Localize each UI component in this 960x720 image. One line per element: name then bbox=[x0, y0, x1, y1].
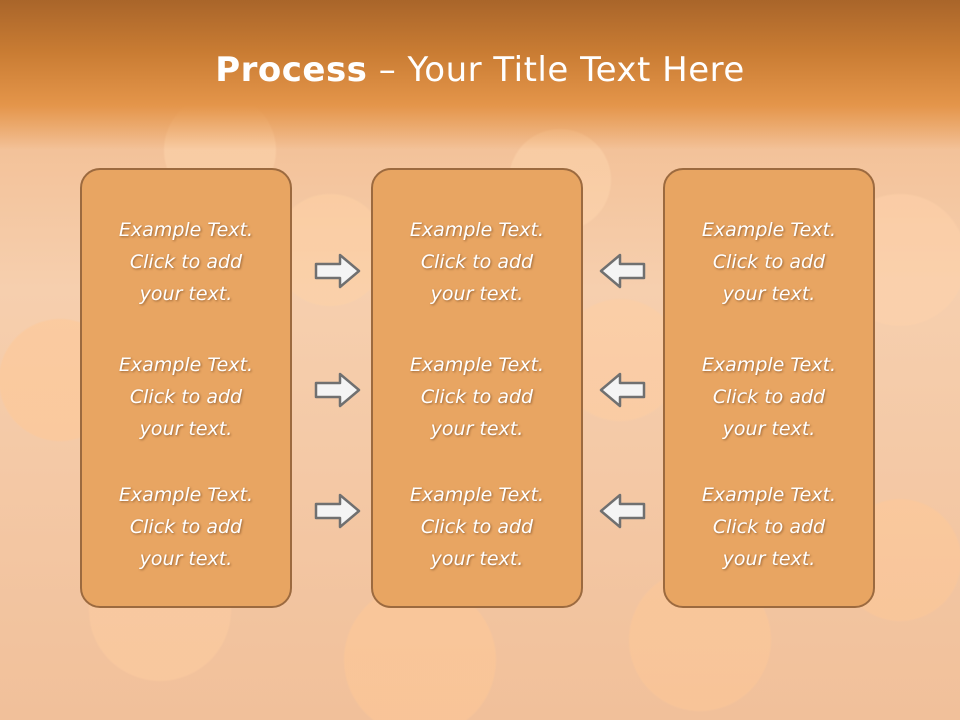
text-line: Click to add bbox=[129, 516, 243, 538]
text-line: your text. bbox=[722, 283, 816, 305]
arrow-left-icon bbox=[599, 493, 646, 529]
arrow-left-icon bbox=[599, 372, 646, 408]
text-line: Click to add bbox=[712, 516, 826, 538]
text-line: Example Text. bbox=[409, 354, 545, 376]
title-banner bbox=[0, 0, 960, 150]
text-line: Example Text. bbox=[701, 484, 837, 506]
text-block[interactable]: Example Text. Click to add your text. bbox=[373, 214, 581, 310]
text-line: Click to add bbox=[712, 251, 826, 273]
text-line: Click to add bbox=[420, 251, 534, 273]
text-line: your text. bbox=[430, 418, 524, 440]
text-line: your text. bbox=[139, 283, 233, 305]
text-block[interactable]: Example Text. Click to add your text. bbox=[373, 479, 581, 575]
text-block[interactable]: Example Text. Click to add your text. bbox=[82, 349, 290, 445]
process-box-right[interactable]: Example Text. Click to add your text. Ex… bbox=[663, 168, 875, 608]
text-line: Example Text. bbox=[409, 219, 545, 241]
text-block[interactable]: Example Text. Click to add your text. bbox=[82, 214, 290, 310]
title-rest: – Your Title Text Here bbox=[367, 50, 745, 90]
text-line: your text. bbox=[139, 418, 233, 440]
text-line: Click to add bbox=[129, 386, 243, 408]
text-line: your text. bbox=[139, 548, 233, 570]
text-block[interactable]: Example Text. Click to add your text. bbox=[665, 349, 873, 445]
text-block[interactable]: Example Text. Click to add your text. bbox=[373, 349, 581, 445]
arrow-right-icon bbox=[314, 372, 361, 408]
process-box-left[interactable]: Example Text. Click to add your text. Ex… bbox=[80, 168, 292, 608]
text-block[interactable]: Example Text. Click to add your text. bbox=[665, 214, 873, 310]
arrow-right-icon bbox=[314, 493, 361, 529]
text-line: Click to add bbox=[712, 386, 826, 408]
text-line: your text. bbox=[430, 548, 524, 570]
text-line: your text. bbox=[430, 283, 524, 305]
text-line: Example Text. bbox=[118, 484, 254, 506]
text-line: Example Text. bbox=[409, 484, 545, 506]
text-line: Click to add bbox=[129, 251, 243, 273]
arrow-right-icon bbox=[314, 253, 361, 289]
slide-title[interactable]: Process – Your Title Text Here bbox=[0, 50, 960, 90]
text-block[interactable]: Example Text. Click to add your text. bbox=[82, 479, 290, 575]
process-box-middle[interactable]: Example Text. Click to add your text. Ex… bbox=[371, 168, 583, 608]
text-line: Example Text. bbox=[118, 219, 254, 241]
arrow-left-icon bbox=[599, 253, 646, 289]
text-line: Example Text. bbox=[701, 354, 837, 376]
text-line: Click to add bbox=[420, 386, 534, 408]
text-line: Click to add bbox=[420, 516, 534, 538]
text-line: Example Text. bbox=[118, 354, 254, 376]
title-bold: Process bbox=[215, 50, 368, 90]
text-line: your text. bbox=[722, 418, 816, 440]
text-block[interactable]: Example Text. Click to add your text. bbox=[665, 479, 873, 575]
text-line: your text. bbox=[722, 548, 816, 570]
text-line: Example Text. bbox=[701, 219, 837, 241]
